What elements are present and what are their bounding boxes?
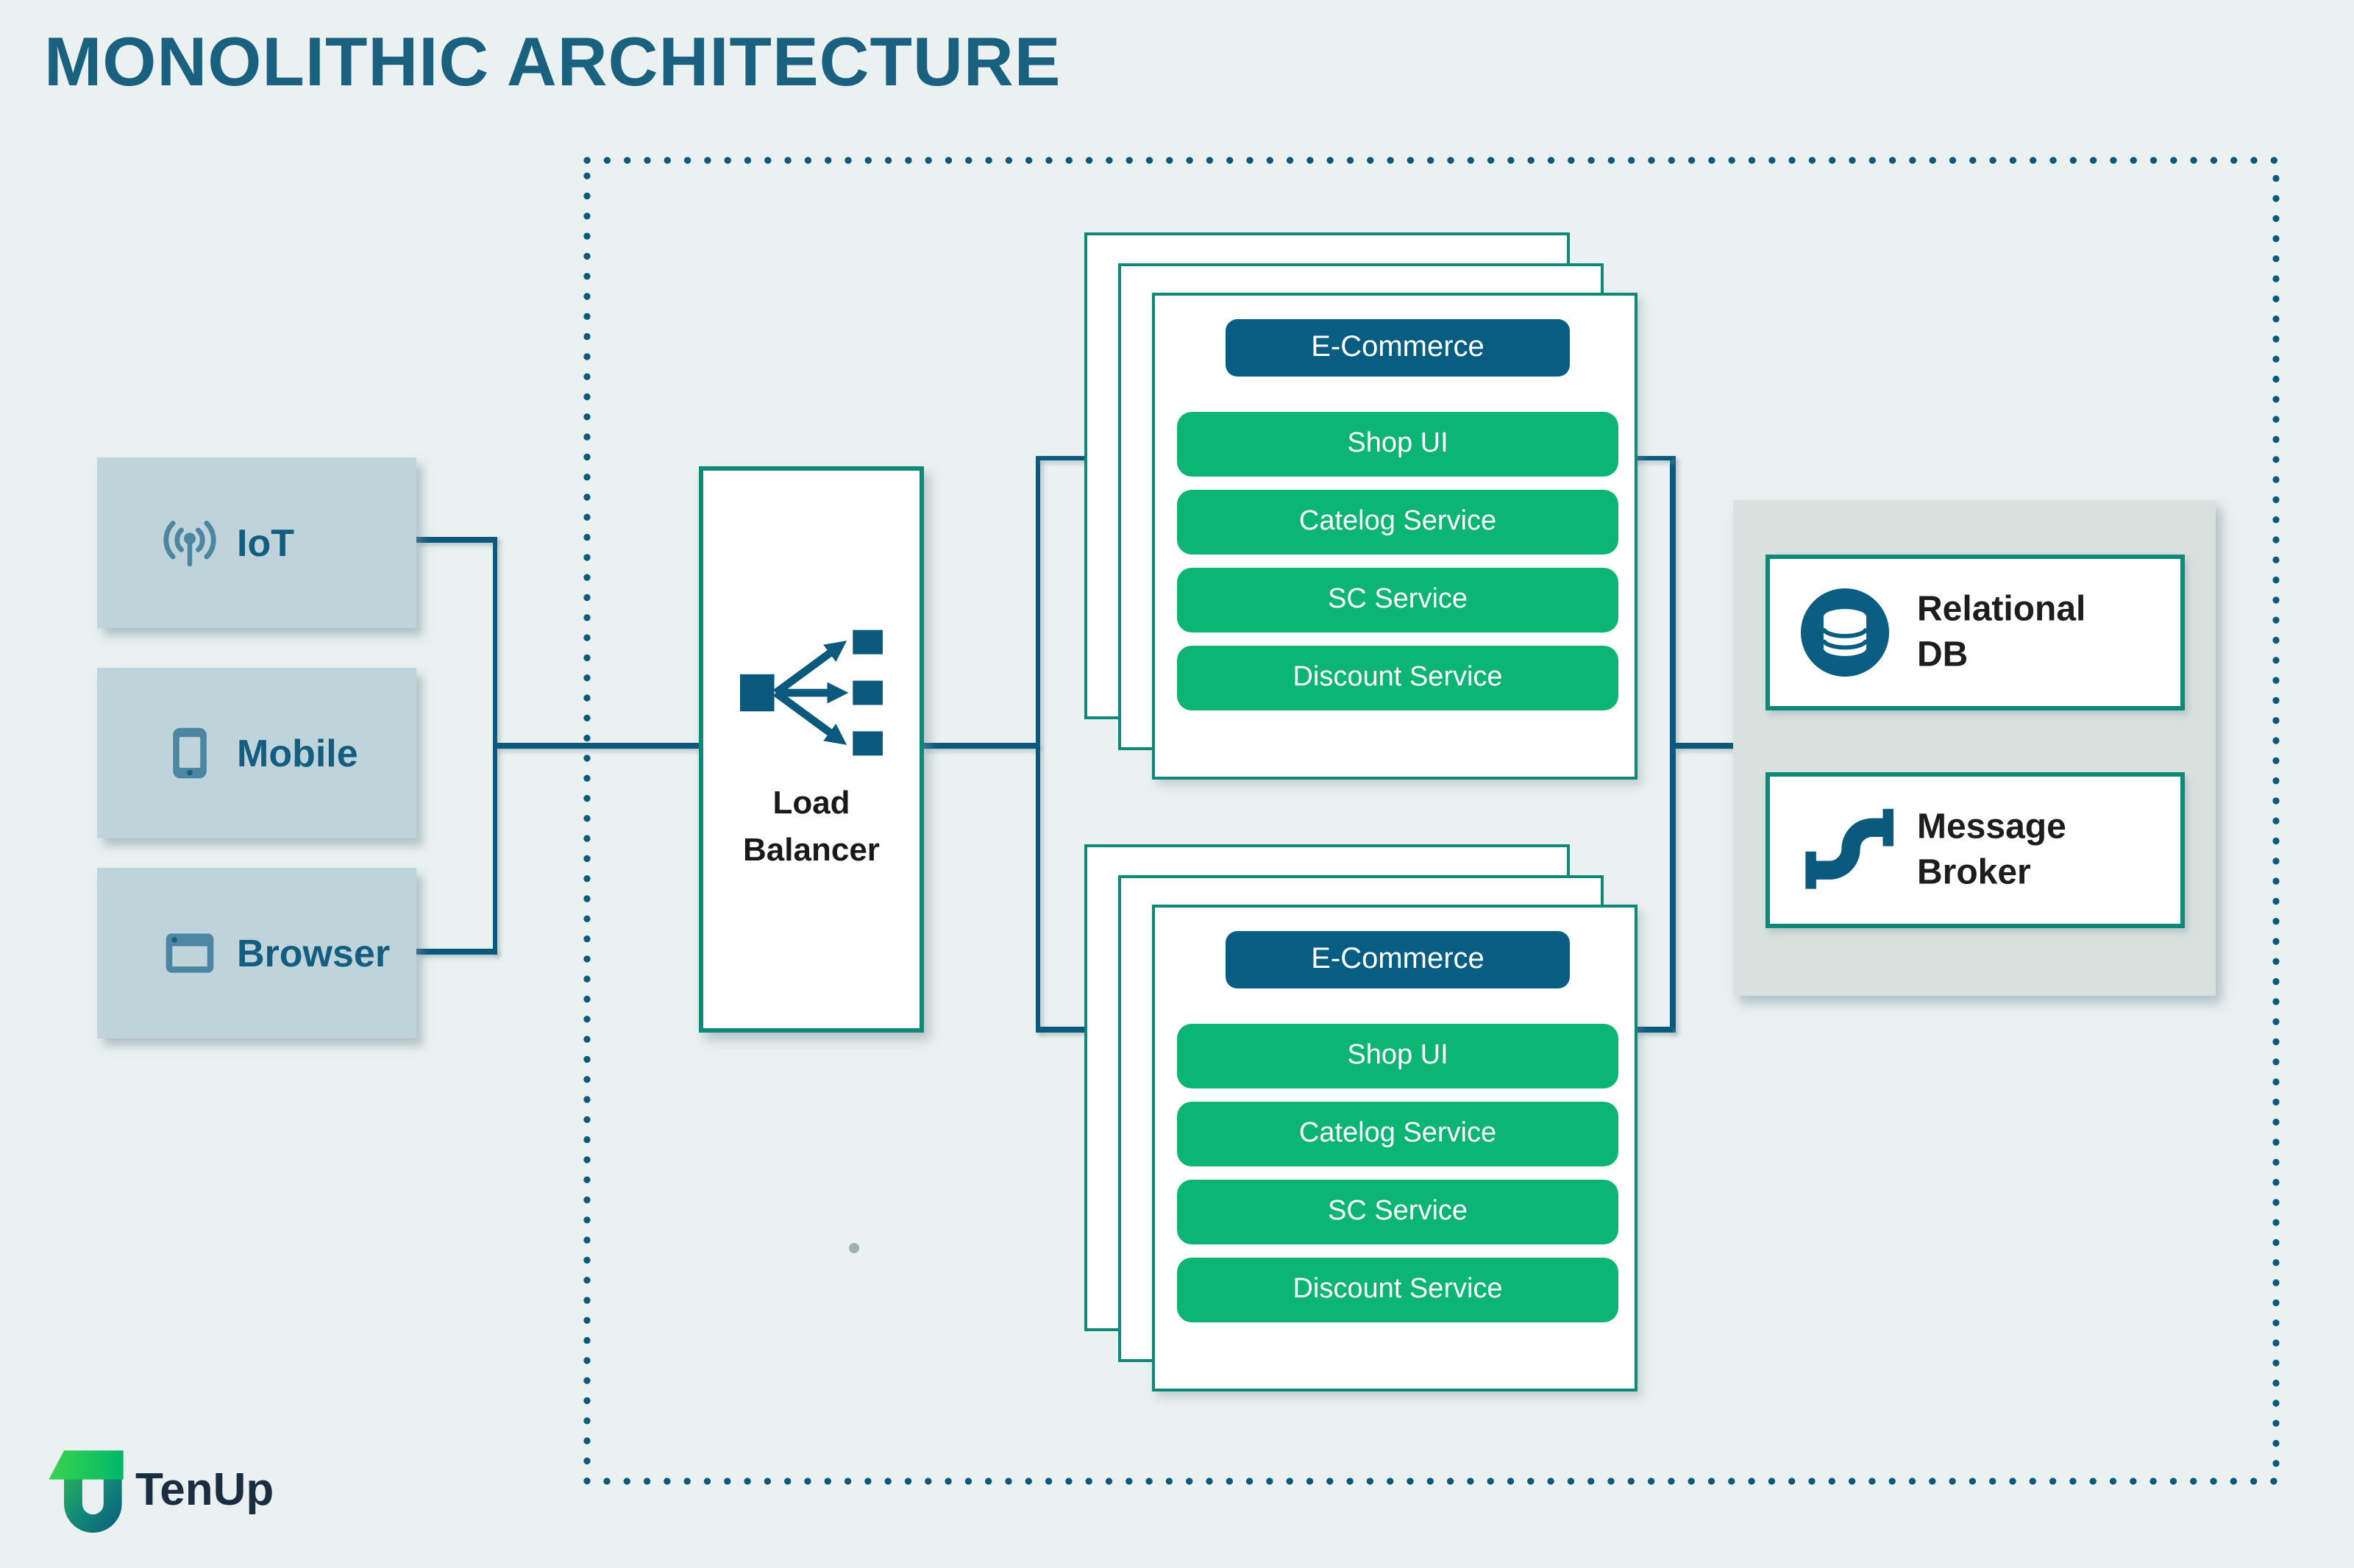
service-discount: Discount Service <box>1177 1258 1618 1322</box>
service-shop-ui: Shop UI <box>1177 412 1618 477</box>
service-sc: SC Service <box>1177 568 1618 632</box>
connector-bracket-right-top <box>1632 455 1673 460</box>
datastore-label: Message Broker <box>1917 807 2066 893</box>
stray-dot <box>849 1243 859 1253</box>
service-shop-ui: Shop UI <box>1177 1024 1618 1088</box>
device-box-browser: Browser <box>97 868 416 1038</box>
connector-bracket-left-bottom <box>1037 1027 1086 1032</box>
tenup-logo-text: TenUp <box>135 1464 274 1515</box>
connector-line-to-datastores <box>1673 743 1735 748</box>
page-title: MONOLITHIC ARCHITECTURE <box>44 22 1062 100</box>
smartphone-icon <box>173 727 207 779</box>
connector-bracket-right-bottom <box>1632 1027 1673 1032</box>
datastore-relational-db: Relational DB <box>1766 555 2185 710</box>
service-sc: SC Service <box>1177 1180 1618 1244</box>
tenup-logo: TenUp <box>44 1444 274 1533</box>
connector-bracket-left-top <box>1037 455 1086 460</box>
device-label: IoT <box>237 520 294 564</box>
connector-line-lb-output <box>922 743 1039 748</box>
app-header: E-Commerce <box>1226 931 1570 988</box>
database-icon <box>1800 588 1890 677</box>
device-label: Mobile <box>237 730 358 774</box>
connector-line-to-load-balancer <box>494 743 699 748</box>
shared-infra-panel: Relational DB Message Broker <box>1733 500 2216 996</box>
device-label: Browser <box>237 930 391 974</box>
connector-line-iot <box>416 537 496 542</box>
wifi-antenna-icon <box>163 520 216 567</box>
pipe-icon <box>1805 808 1893 889</box>
datastore-label: Relational DB <box>1917 589 2086 675</box>
load-balancer-box: Load Balancer <box>699 466 924 1033</box>
load-balancer-icon <box>740 630 883 756</box>
monolith-card-front: E-Commerce Shop UI Catelog Service SC Se… <box>1152 293 1638 780</box>
tenup-logo-icon <box>49 1450 124 1533</box>
device-box-iot: IoT <box>97 457 416 628</box>
device-box-mobile: Mobile <box>97 668 416 838</box>
connector-bracket-left-vertical <box>1035 455 1040 1032</box>
monolith-card-front: E-Commerce Shop UI Catelog Service SC Se… <box>1152 905 1638 1391</box>
connector-line-browser <box>416 949 496 954</box>
load-balancer-label: Load Balancer <box>743 784 880 868</box>
service-catelog: Catelog Service <box>1177 490 1618 555</box>
connector-bracket-right-vertical <box>1670 455 1675 1032</box>
datastore-message-broker: Message Broker <box>1766 772 2185 928</box>
service-discount: Discount Service <box>1177 646 1618 710</box>
app-header: E-Commerce <box>1226 319 1570 377</box>
browser-window-icon <box>166 933 214 973</box>
service-catelog: Catelog Service <box>1177 1102 1618 1166</box>
